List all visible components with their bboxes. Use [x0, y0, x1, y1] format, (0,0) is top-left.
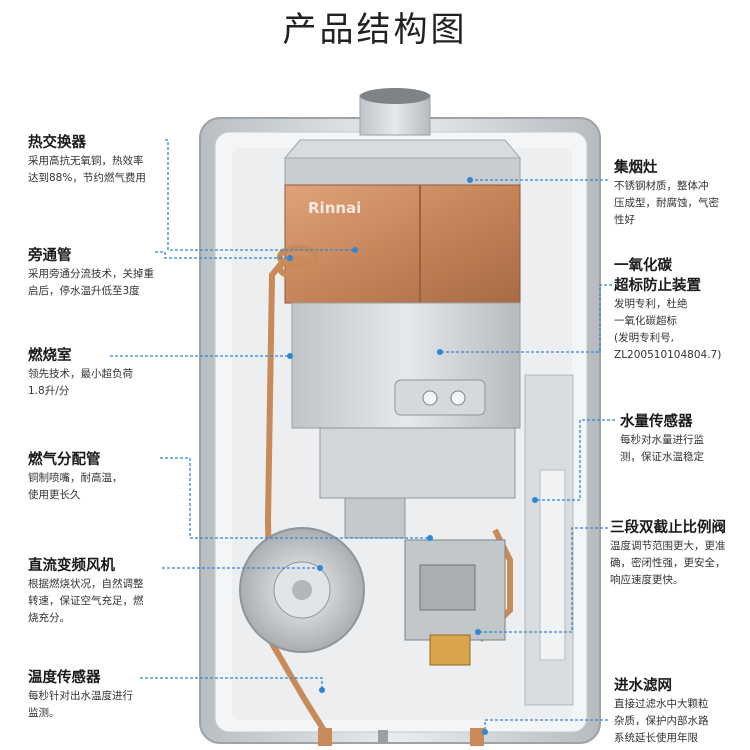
label-desc-line: 确，密闭性强，更安全，	[610, 555, 745, 572]
label-co-protection: 一氧化碳 超标防止装置 发明专利，杜绝 一氧化碳超标 (发明专利号, ZL200…	[614, 256, 749, 364]
label-desc-line: 达到88%，节约燃气费用	[28, 170, 218, 187]
label-desc-line: 直接过滤水中大颗粒	[614, 696, 749, 713]
label-desc-line: 每秒针对出水温度进行	[28, 688, 218, 705]
brand-logo: Rinnai	[308, 199, 361, 217]
label-heading: 一氧化碳	[614, 256, 749, 276]
label-heat-exchanger: 热交换器 采用高抗无氧铜，热效率 达到88%，节约燃气费用	[28, 133, 218, 187]
label-bypass-pipe: 旁通管 采用旁通分流技术，关掉重 启后，停水温升低至3度	[28, 246, 218, 300]
water-sensor-part	[525, 375, 573, 705]
smoke-collector-part	[285, 140, 520, 185]
label-desc-line: ZL200510104804.7)	[614, 347, 749, 364]
label-desc-line: 监测。	[28, 705, 218, 722]
label-desc-line: 采用旁通分流技术，关掉重	[28, 266, 218, 283]
label-heading: 三段双截止比例阀	[610, 518, 745, 538]
label-heading: 直流变频风机	[28, 556, 218, 576]
label-desc-line: 压成型，耐腐蚀，气密	[614, 195, 749, 212]
label-desc-line: 性好	[614, 212, 749, 229]
label-water-filter: 进水滤网 直接过滤水中大颗粒 杂质，保护内部水路 系统延长使用年限	[614, 676, 749, 747]
label-desc-line: 启后，停水温升低至3度	[28, 283, 218, 300]
label-temp-sensor: 温度传感器 每秒针对出水温度进行 监测。	[28, 668, 218, 722]
label-heading: 燃烧室	[28, 346, 218, 366]
label-heading-2: 超标防止装置	[614, 276, 749, 296]
label-desc-line: 杂质，保护内部水路	[614, 713, 749, 730]
label-desc-line: 铜制喷嘴，耐高温，	[28, 470, 218, 487]
exhaust-flue	[360, 88, 430, 135]
label-desc-line: 采用高抗无氧铜，热效率	[28, 153, 218, 170]
label-desc-line: 不锈钢材质，整体冲	[614, 178, 749, 195]
label-water-sensor: 水量传感器 每秒对水量进行监 测，保证水温稳定	[620, 412, 750, 466]
label-desc-line: 根据燃烧状况，自然调整	[28, 576, 218, 593]
label-desc-line: 响应速度更快。	[610, 572, 745, 589]
label-desc-line: 发明专利，杜绝	[614, 296, 749, 313]
label-desc-line: 每秒对水量进行监	[620, 432, 750, 449]
label-desc-line: 领先技术，最小超负荷	[28, 366, 218, 383]
label-heading: 热交换器	[28, 133, 218, 153]
label-dc-fan: 直流变频风机 根据燃烧状况，自然调整 转速，保证空气充足，燃 烧充分。	[28, 556, 218, 627]
label-gas-manifold: 燃气分配管 铜制喷嘴，耐高温， 使用更长久	[28, 450, 218, 504]
label-heading: 温度传感器	[28, 668, 218, 688]
label-desc-line: 使用更长久	[28, 487, 218, 504]
label-heading: 燃气分配管	[28, 450, 218, 470]
label-combustion-chamber: 燃烧室 领先技术，最小超负荷 1.8升/分	[28, 346, 218, 400]
label-heading: 集烟灶	[614, 158, 749, 178]
label-desc-line: 测，保证水温稳定	[620, 449, 750, 466]
label-desc-line: 烧充分。	[28, 610, 218, 627]
label-desc-line: 转速，保证空气充足，燃	[28, 593, 218, 610]
label-heading: 进水滤网	[614, 676, 749, 696]
label-heading: 旁通管	[28, 246, 218, 266]
label-desc-line: 系统延长使用年限	[614, 730, 749, 747]
heat-exchanger-part: Rinnai	[285, 185, 520, 303]
label-desc-line: (发明专利号,	[614, 330, 749, 347]
dc-fan-part	[240, 528, 364, 652]
label-desc-line: 1.8升/分	[28, 383, 218, 400]
label-smoke-collector: 集烟灶 不锈钢材质，整体冲 压成型，耐腐蚀，气密 性好	[614, 158, 749, 229]
label-valve: 三段双截止比例阀 温度调节范围更大，更准 确，密闭性强，更安全， 响应速度更快。	[610, 518, 745, 589]
label-desc-line: 温度调节范围更大，更准	[610, 538, 745, 555]
label-desc-line: 一氧化碳超标	[614, 313, 749, 330]
combustion-chamber-part	[292, 303, 520, 428]
label-heading: 水量传感器	[620, 412, 750, 432]
